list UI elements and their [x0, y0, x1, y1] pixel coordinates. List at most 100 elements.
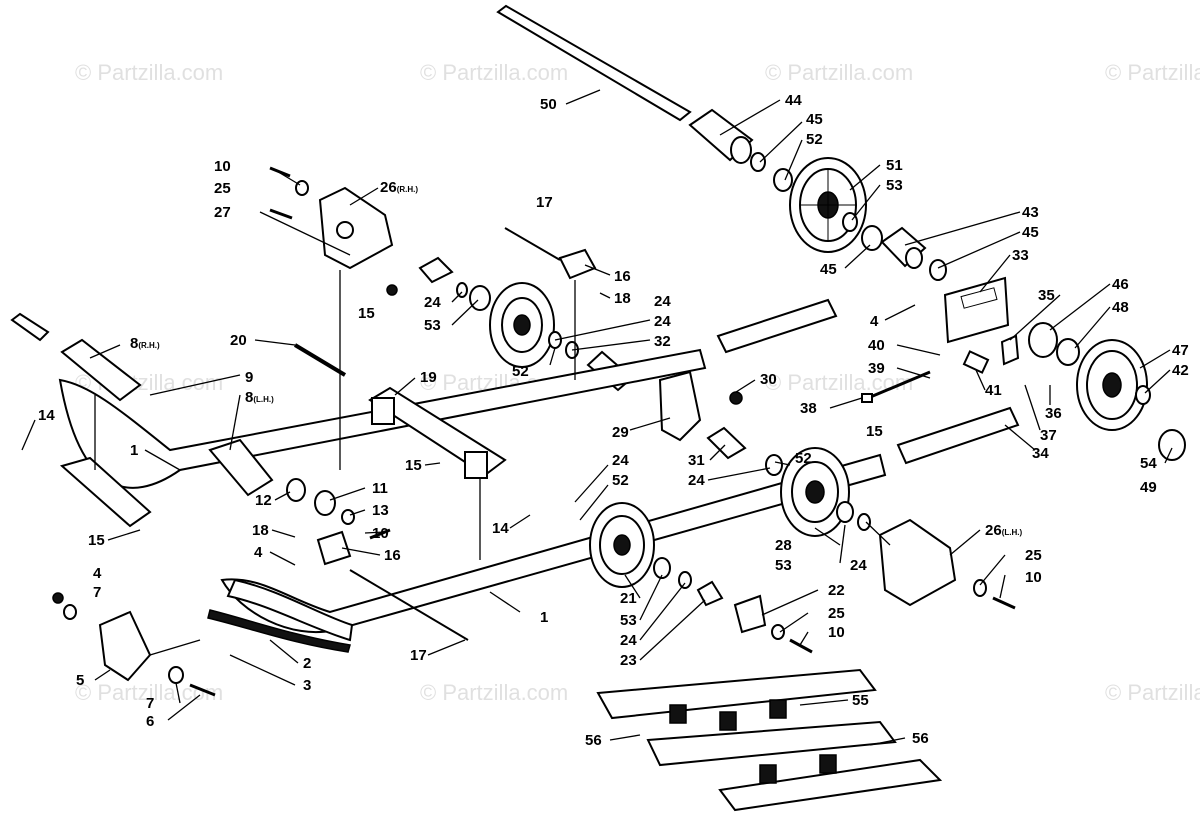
callout-45: 45 [1022, 224, 1039, 241]
bearing [469, 285, 491, 311]
rear-axle-shaft [496, 4, 692, 122]
pin [293, 343, 347, 377]
washer [63, 604, 77, 620]
spacer-tube [688, 108, 754, 164]
callout-14: 14 [38, 407, 55, 424]
callout-25: 25 [214, 180, 231, 197]
bumper [98, 610, 152, 682]
spacer [696, 580, 724, 607]
callout-24: 24 [654, 293, 671, 310]
bolt [269, 166, 291, 178]
callout-28: 28 [775, 537, 792, 554]
upper-idler-wheel [489, 282, 555, 368]
callout-45: 45 [820, 261, 837, 278]
outer-idler-wheel [1076, 339, 1148, 431]
bearing [765, 454, 783, 476]
callout-46: 46 [1112, 276, 1129, 293]
bearing [861, 225, 883, 251]
callout-48: 48 [1112, 299, 1129, 316]
callout-8-lh: 8(L.H.) [245, 389, 274, 406]
bolt [189, 683, 216, 697]
callout-4: 4 [254, 544, 263, 561]
callout-52: 52 [512, 363, 529, 380]
callout-26-rh: 26(R.H.) [380, 179, 418, 196]
callout-32: 32 [654, 333, 671, 350]
callout-24: 24 [612, 452, 629, 469]
watermark: © Partzilla.com [420, 680, 568, 705]
callout-23: 23 [620, 652, 637, 669]
middle-idler-wheel [780, 447, 850, 537]
bracket [1000, 334, 1020, 366]
callout-52: 52 [795, 450, 812, 467]
callout-53: 53 [775, 557, 792, 574]
front-arm-lh [208, 438, 274, 497]
callout-33: 33 [1012, 247, 1029, 264]
callout-50: 50 [540, 96, 557, 113]
callout-10: 10 [372, 525, 389, 542]
adjuster-plate [943, 276, 1010, 344]
front-cross-shaft [368, 386, 507, 479]
callout-37: 37 [1040, 427, 1057, 444]
callout-17: 17 [410, 647, 427, 664]
callout-42: 42 [1172, 362, 1189, 379]
callout-54: 54 [1140, 455, 1157, 472]
stop-block [558, 248, 597, 280]
callout-15: 15 [358, 305, 375, 322]
watermarks: © Partzilla.com © Partzilla.com © Partzi… [75, 60, 1200, 705]
washer [456, 282, 468, 298]
callout-52: 52 [612, 472, 629, 489]
callout-26-lh: 26(L.H.) [985, 522, 1022, 539]
bearing [653, 557, 671, 579]
callout-3: 3 [303, 677, 311, 694]
rail-tip [59, 456, 152, 528]
callout-53: 53 [424, 317, 441, 334]
callout-53: 53 [886, 177, 903, 194]
wear-strip [226, 578, 354, 642]
bolt [789, 638, 813, 654]
spacer [418, 256, 454, 284]
callout-47: 47 [1172, 342, 1189, 359]
callout-35: 35 [1038, 287, 1055, 304]
shock-bracket [658, 370, 702, 442]
callout-13: 13 [372, 502, 389, 519]
callout-36: 36 [1045, 405, 1062, 422]
bearing [773, 168, 793, 192]
callout-6: 6 [146, 713, 154, 730]
callout-25: 25 [1025, 547, 1042, 564]
callout-15: 15 [88, 532, 105, 549]
washer [857, 513, 871, 531]
callout-15: 15 [866, 423, 883, 440]
callout-31: 31 [688, 452, 705, 469]
watermark: © Partzilla.com [1105, 680, 1200, 705]
callout-9: 9 [245, 369, 253, 386]
callout-41: 41 [985, 382, 1002, 399]
callout-10: 10 [214, 158, 231, 175]
lower-idler-wheel [589, 502, 655, 588]
axle-block [733, 594, 767, 634]
callout-10: 10 [1025, 569, 1042, 586]
callout-45: 45 [806, 111, 823, 128]
callout-44: 44 [785, 92, 802, 109]
callout-24: 24 [424, 294, 441, 311]
washer [286, 478, 306, 502]
callout-22: 22 [828, 582, 845, 599]
callout-18: 18 [614, 290, 631, 307]
callout-27: 27 [214, 204, 231, 221]
callout-18: 18 [252, 522, 269, 539]
washer [771, 624, 785, 640]
callout-34: 34 [1032, 445, 1049, 462]
callout-2: 2 [303, 655, 311, 672]
right-slide-rail [716, 298, 1020, 465]
washer [168, 666, 184, 684]
bearing [314, 490, 336, 516]
callout-29: 29 [612, 424, 629, 441]
nut [729, 391, 743, 405]
spacer [706, 426, 747, 460]
spacer [962, 350, 990, 374]
watermark: © Partzilla.com [75, 680, 223, 705]
bearing [1028, 322, 1058, 358]
callout-25: 25 [828, 605, 845, 622]
watermark: © Partzilla.com [420, 60, 568, 85]
nut [52, 592, 64, 604]
